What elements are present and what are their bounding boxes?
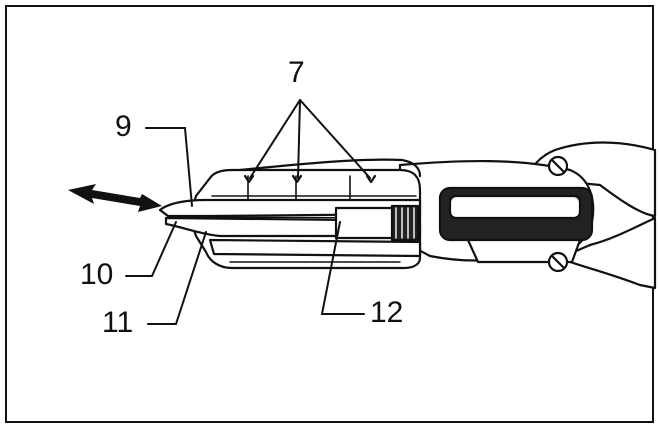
leader-11 — [147, 231, 207, 325]
callout-9: 9 — [115, 110, 132, 143]
blade-clamp — [334, 206, 398, 240]
slot-mark — [365, 174, 377, 184]
callout-7: 7 — [288, 56, 305, 89]
leader-7a — [249, 99, 301, 179]
callout-10: 10 — [80, 258, 114, 291]
callout-11: 11 — [102, 306, 134, 339]
leader-7c — [299, 99, 371, 179]
leader-9 — [145, 127, 193, 207]
slot-mark — [243, 174, 255, 184]
slot-mark — [291, 174, 303, 184]
trigger-inner — [448, 194, 582, 220]
double-headed-arrow-icon — [68, 184, 162, 212]
callout-12: 12 — [370, 296, 404, 329]
leader-10 — [125, 221, 177, 277]
leader-12 — [320, 221, 365, 315]
leader-7b — [297, 99, 301, 179]
